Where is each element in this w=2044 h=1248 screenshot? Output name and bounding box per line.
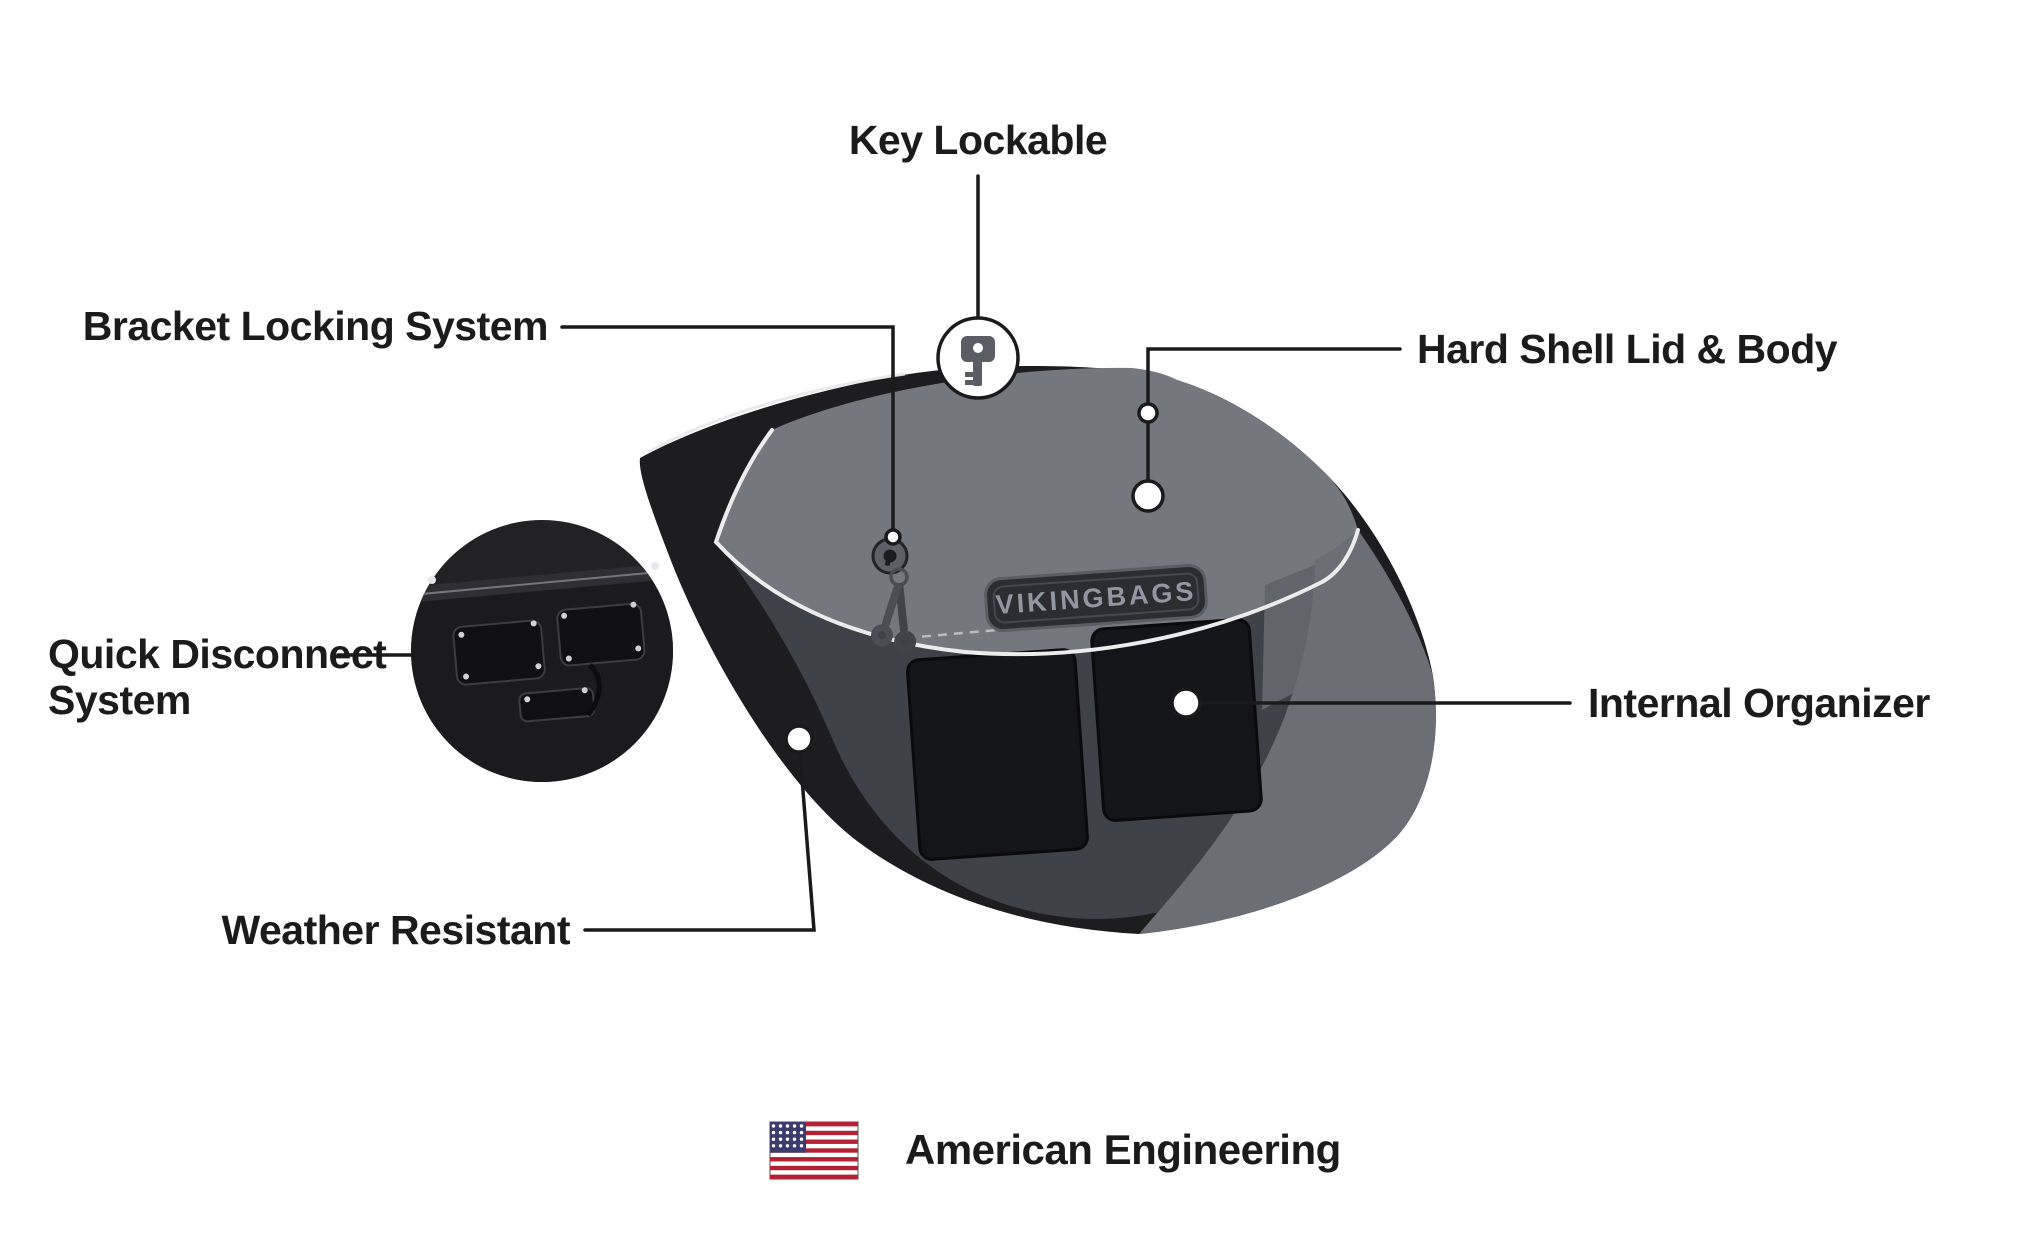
label-weather-resistant: Weather Resistant xyxy=(221,907,571,953)
vikingbags-badge: VIKINGBAGS xyxy=(984,563,1208,633)
callout-markers xyxy=(784,402,1202,754)
label-internal-organizer: Internal Organizer xyxy=(1588,680,1930,726)
callout-lines xyxy=(336,174,1572,932)
callout-line-weather-resistant xyxy=(583,751,816,932)
us-flag-icon xyxy=(769,1121,859,1180)
key-icon xyxy=(961,336,995,386)
bag-side-panel xyxy=(1139,530,1436,934)
callout-line-hard-shell xyxy=(1146,347,1402,483)
label-key-lockable: Key Lockable xyxy=(848,117,1108,163)
key-lockable-indicator xyxy=(936,316,1020,400)
marker-weather-resistant xyxy=(784,724,814,754)
quick-disconnect-inset xyxy=(411,520,673,782)
label-hard-shell-lid-body: Hard Shell Lid & Body xyxy=(1417,326,1838,372)
marker-bracket-locking xyxy=(884,528,902,546)
label-quick-disconnect-system: Quick Disconnect System xyxy=(48,631,387,723)
flag-stars xyxy=(771,1124,804,1148)
marker-hard-shell-seam xyxy=(1137,402,1159,424)
internal-organizer-pockets xyxy=(906,617,1263,861)
mounting-screws xyxy=(458,601,642,703)
label-bracket-locking-system: Bracket Locking System xyxy=(82,303,549,349)
stitch-line xyxy=(905,626,1021,640)
callout-line-bracket-locking xyxy=(560,325,895,530)
saddlebag-front-view: VIKINGBAGS xyxy=(639,365,1436,934)
lid-seam-highlight xyxy=(713,428,1360,657)
label-american-engineering: American Engineering xyxy=(905,1126,1341,1173)
marker-internal-organizer xyxy=(1170,687,1202,719)
top-edge-highlight xyxy=(647,372,906,454)
hanging-keys-icon xyxy=(871,567,917,653)
lock-keyhole xyxy=(871,537,909,575)
cable xyxy=(585,663,602,717)
marker-hard-shell xyxy=(1131,479,1165,513)
mounting-plates xyxy=(452,601,646,723)
